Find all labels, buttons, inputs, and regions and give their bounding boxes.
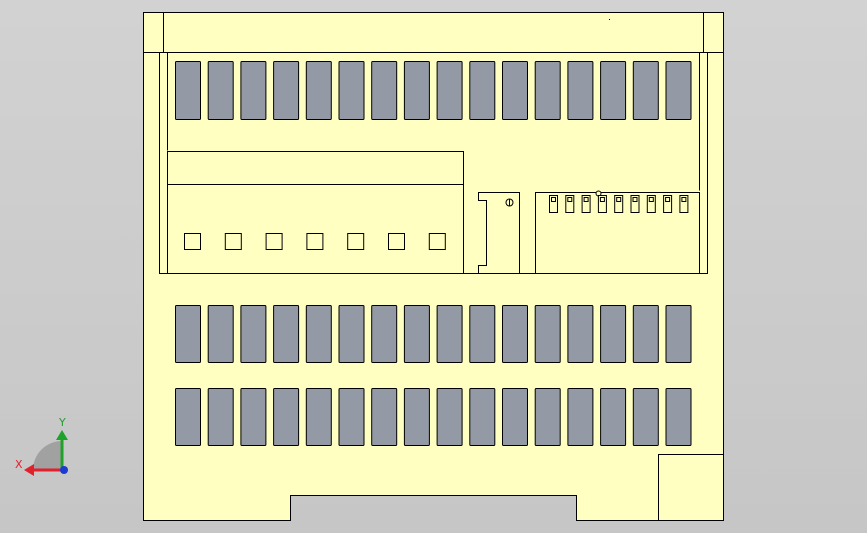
bottom-slot <box>338 388 365 446</box>
dip-switch <box>646 195 656 213</box>
top-slot <box>436 61 463 120</box>
corner-box <box>658 454 724 521</box>
dip-switch <box>565 195 575 213</box>
middle-slot <box>273 305 300 363</box>
bottom-slot <box>567 388 594 446</box>
terminal-square <box>428 233 446 250</box>
bottom-slot <box>632 388 659 446</box>
top-slot <box>240 61 267 120</box>
middle-slot <box>534 305 561 363</box>
middle-slot <box>371 305 398 363</box>
top-slot <box>403 61 430 120</box>
middle-slot <box>338 305 365 363</box>
z-axis-dot <box>60 466 68 474</box>
dip-switch-knob <box>616 197 622 202</box>
top-slot <box>175 61 201 120</box>
bottom-slot <box>436 388 463 446</box>
top-slot <box>567 61 594 120</box>
dip-switch-knob <box>599 197 605 202</box>
top-slot <box>534 61 561 120</box>
coordinate-triad: Y X <box>15 416 68 476</box>
part-front-view <box>143 12 724 521</box>
middle-slot <box>436 305 463 363</box>
bottom-slot <box>403 388 430 446</box>
middle-slot <box>632 305 659 363</box>
terminal-squares <box>184 233 446 250</box>
dip-switch-knob <box>632 197 638 202</box>
bottom-slot <box>534 388 561 446</box>
top-slot <box>632 61 659 120</box>
bottom-slot <box>600 388 627 446</box>
top-slot <box>371 61 398 120</box>
top-mark <box>609 19 610 20</box>
terminal-square <box>265 233 283 250</box>
top-slot <box>600 61 627 120</box>
bottom-slot <box>240 388 267 446</box>
top-slot <box>207 61 234 120</box>
middle-slot <box>567 305 594 363</box>
x-arrowhead-icon <box>24 464 34 476</box>
dip-switch <box>663 195 673 213</box>
terminal-square <box>224 233 242 250</box>
x-axis-label: X <box>15 458 23 471</box>
middle-slot <box>403 305 430 363</box>
dip-switch <box>597 195 607 213</box>
top-slot <box>502 61 528 120</box>
dip-switch-knob <box>648 197 654 202</box>
dip-switch <box>614 195 624 213</box>
dip-switches <box>549 195 689 213</box>
bottom-slot <box>665 388 692 446</box>
top-slot <box>469 61 496 120</box>
bottom-slot <box>469 388 496 446</box>
middle-slot <box>600 305 627 363</box>
dip-switch <box>581 195 591 213</box>
dip-switch-knob <box>583 197 589 202</box>
bottom-slot <box>207 388 234 446</box>
terminal-square <box>306 233 324 250</box>
middle-slot <box>665 305 692 363</box>
dip-switch-knob <box>665 197 671 202</box>
terminal-square <box>347 233 365 250</box>
bottom-slot <box>305 388 332 446</box>
dip-switch-knob <box>551 197 556 202</box>
terminal-square <box>388 233 405 250</box>
top-slot-row <box>175 61 692 120</box>
top-slot <box>273 61 300 120</box>
middle-slot <box>207 305 234 363</box>
middle-slot <box>469 305 496 363</box>
bottom-slot <box>175 388 201 446</box>
middle-slot <box>305 305 332 363</box>
middle-slot <box>502 305 528 363</box>
y-axis-label: Y <box>58 416 66 429</box>
dip-switch <box>679 195 689 213</box>
dip-switch <box>630 195 640 213</box>
terminal-block <box>167 151 464 274</box>
connector-housing <box>478 192 520 274</box>
dip-switch <box>549 195 558 213</box>
top-slot <box>665 61 692 120</box>
top-slot <box>305 61 332 120</box>
bottom-slot-row <box>175 388 692 446</box>
triad-quadrant <box>33 441 62 470</box>
middle-slot <box>240 305 267 363</box>
bottom-slot <box>273 388 300 446</box>
y-arrowhead-icon <box>56 430 68 440</box>
terminal-square <box>184 233 201 250</box>
dip-switch-knob <box>681 197 687 202</box>
middle-slot-row <box>175 305 692 363</box>
middle-slot <box>175 305 201 363</box>
bottom-slot <box>502 388 528 446</box>
dip-switch-knob <box>567 197 573 202</box>
top-slot <box>338 61 365 120</box>
bottom-slot <box>371 388 398 446</box>
